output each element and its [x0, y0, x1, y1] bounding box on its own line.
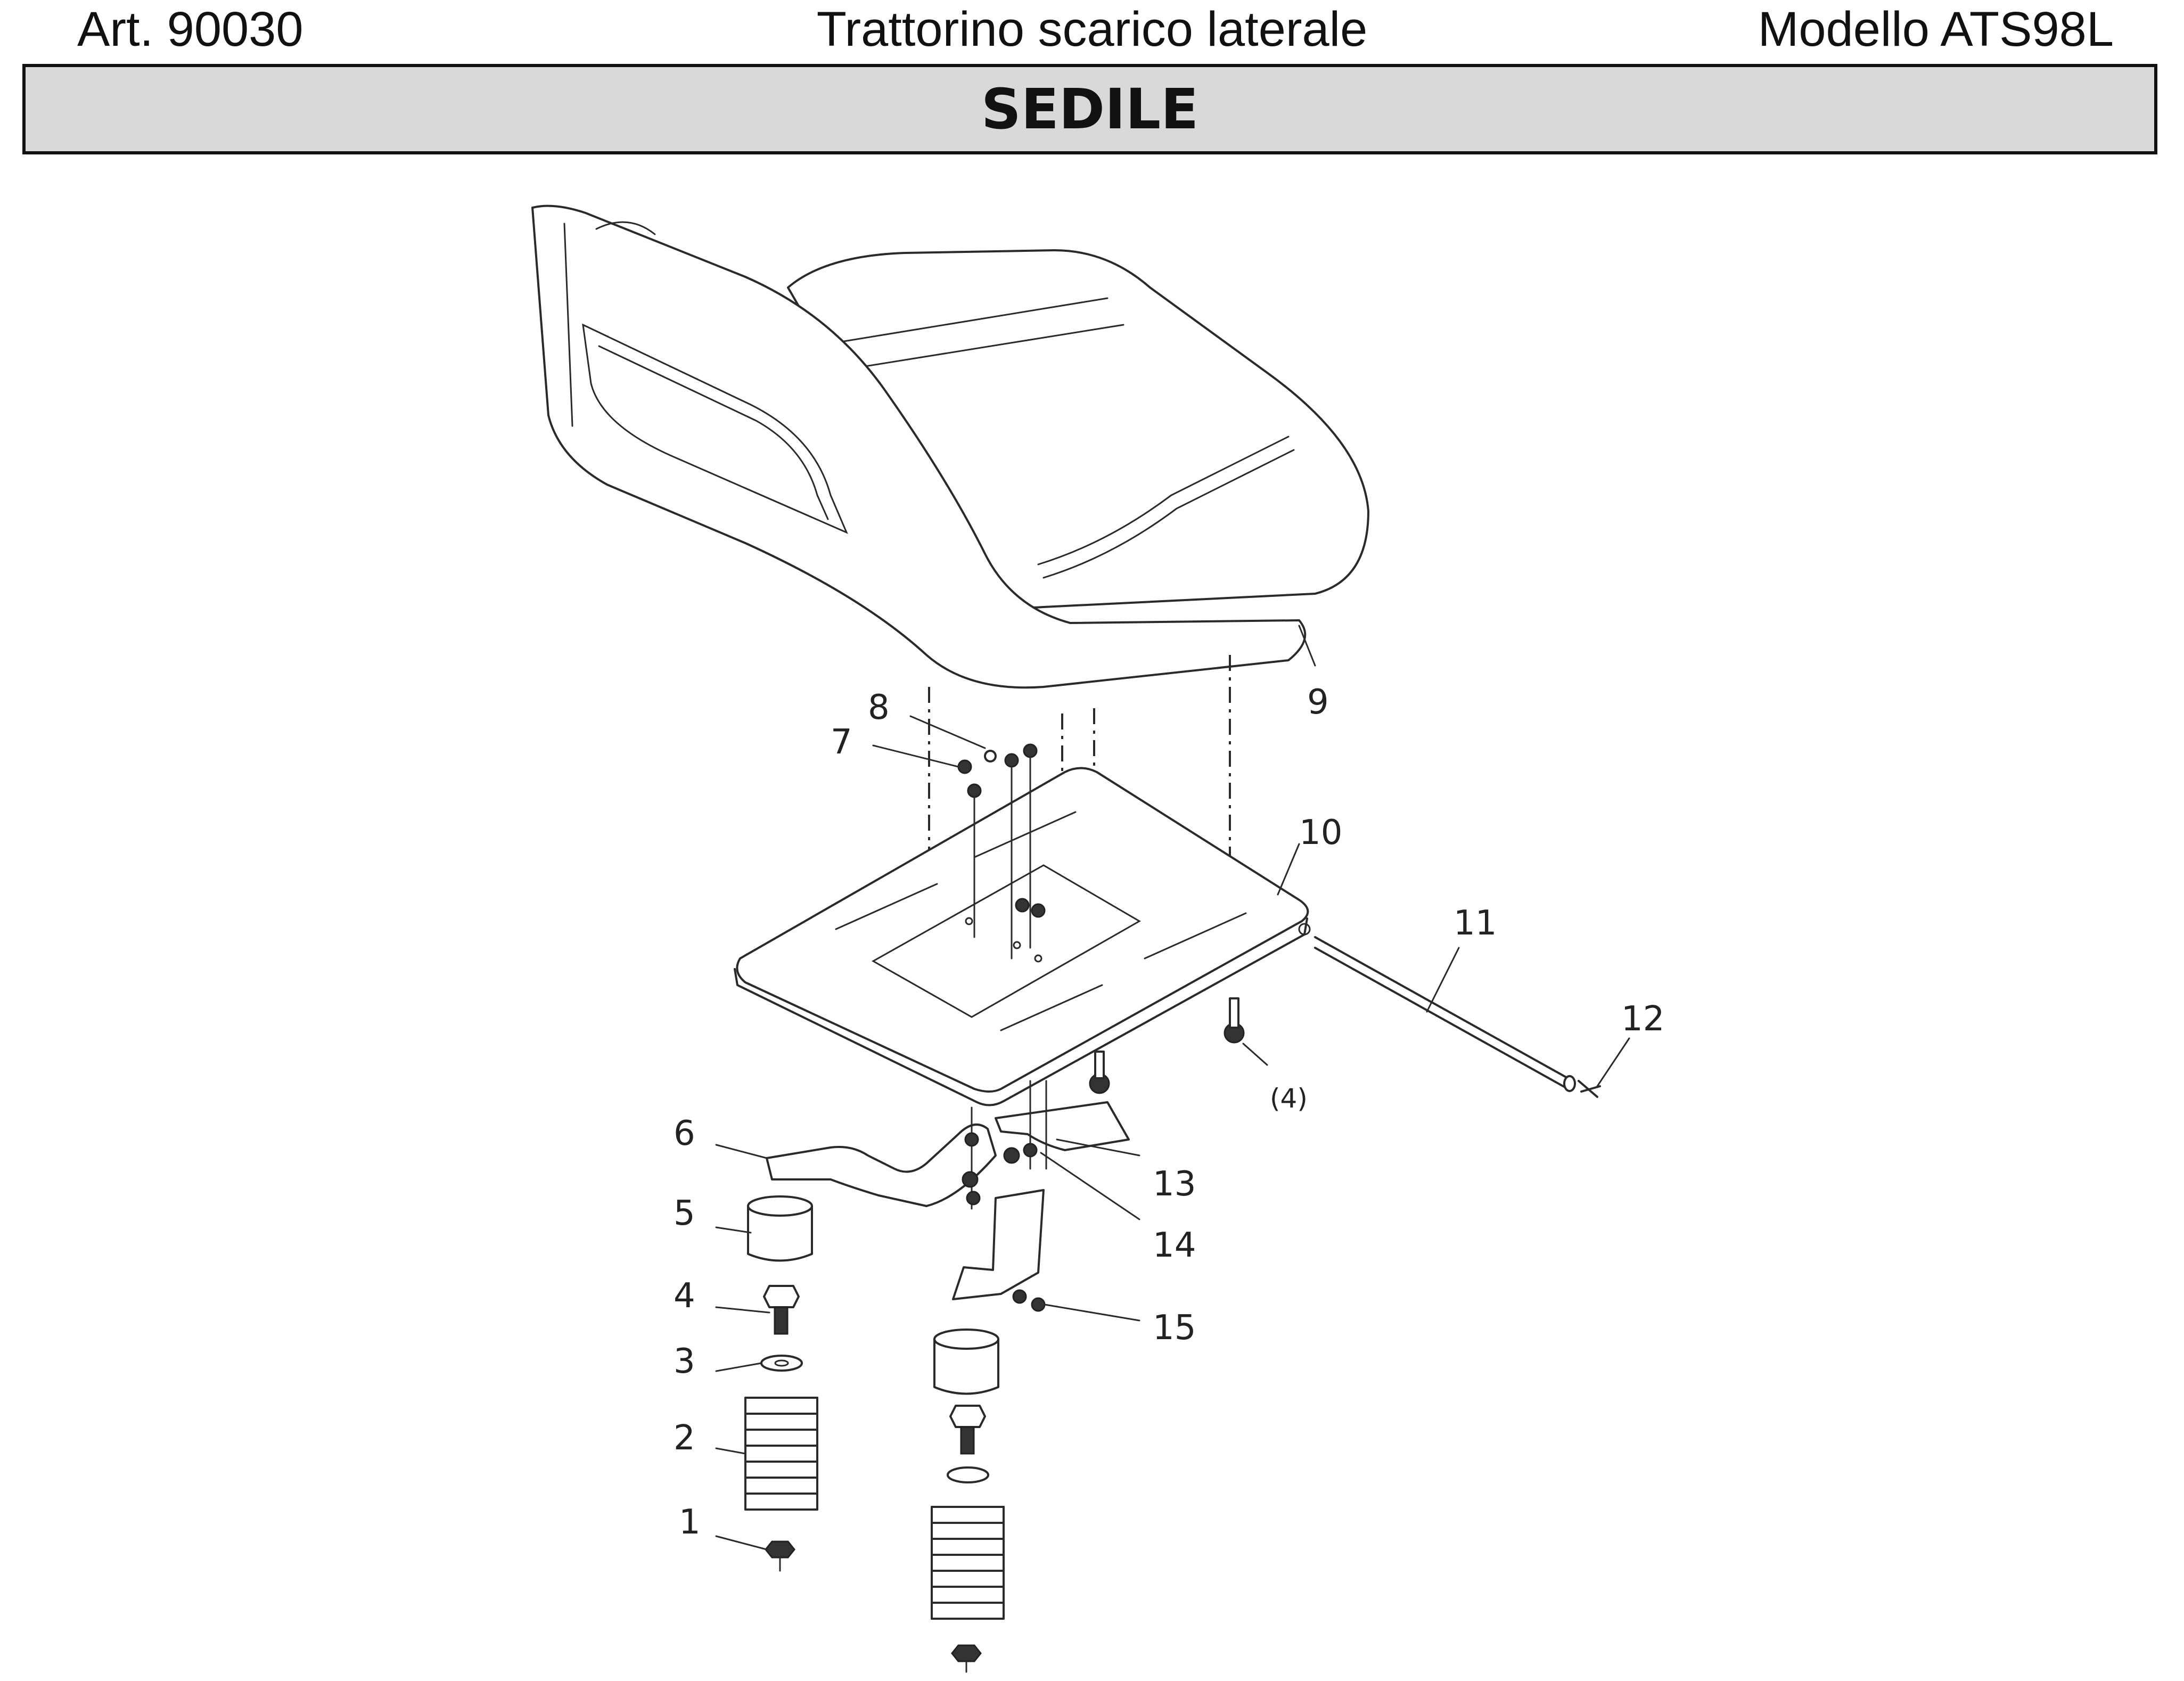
callout-5: 5 — [674, 1194, 695, 1233]
callout-2: 2 — [674, 1418, 695, 1458]
callout-12: 12 — [1621, 999, 1664, 1039]
callout-14: 14 — [1153, 1226, 1196, 1265]
right-suspension — [931, 1329, 1005, 1673]
left-suspension — [744, 1195, 818, 1572]
model-name: Modello ATS98L — [1758, 2, 2114, 56]
section-title-band: SEDILE — [22, 64, 2157, 154]
callout-8: 8 — [868, 688, 890, 727]
seat-base-plate — [734, 767, 1311, 1106]
article-number: Art. 90030 — [77, 2, 303, 56]
callout-15: 15 — [1153, 1308, 1196, 1348]
section-title: SEDILE — [981, 77, 1199, 142]
callout-13: 13 — [1153, 1165, 1196, 1204]
plate-bolts — [1089, 997, 1245, 1094]
rod-clip — [1578, 1080, 1601, 1098]
rear-bracket — [766, 1106, 997, 1210]
callout-7: 7 — [831, 723, 852, 762]
callout-4: 4 — [674, 1276, 695, 1316]
front-bracket — [995, 1080, 1130, 1170]
leader-lines — [715, 625, 1630, 1551]
callout-9: 9 — [1307, 683, 1329, 722]
callout-10: 10 — [1299, 813, 1342, 852]
product-name: Trattorino scarico laterale — [816, 2, 1368, 56]
pivot-rod — [1314, 936, 1576, 1092]
callout-3: 3 — [674, 1342, 695, 1381]
callout-6: 6 — [674, 1114, 695, 1153]
callout-11: 11 — [1454, 904, 1497, 943]
seat-backrest — [531, 204, 1307, 689]
callout-4-quantity: (4) — [1270, 1083, 1308, 1114]
lower-bracket — [952, 1189, 1046, 1312]
callout-1: 1 — [679, 1503, 701, 1542]
seat-screws — [957, 743, 1046, 963]
